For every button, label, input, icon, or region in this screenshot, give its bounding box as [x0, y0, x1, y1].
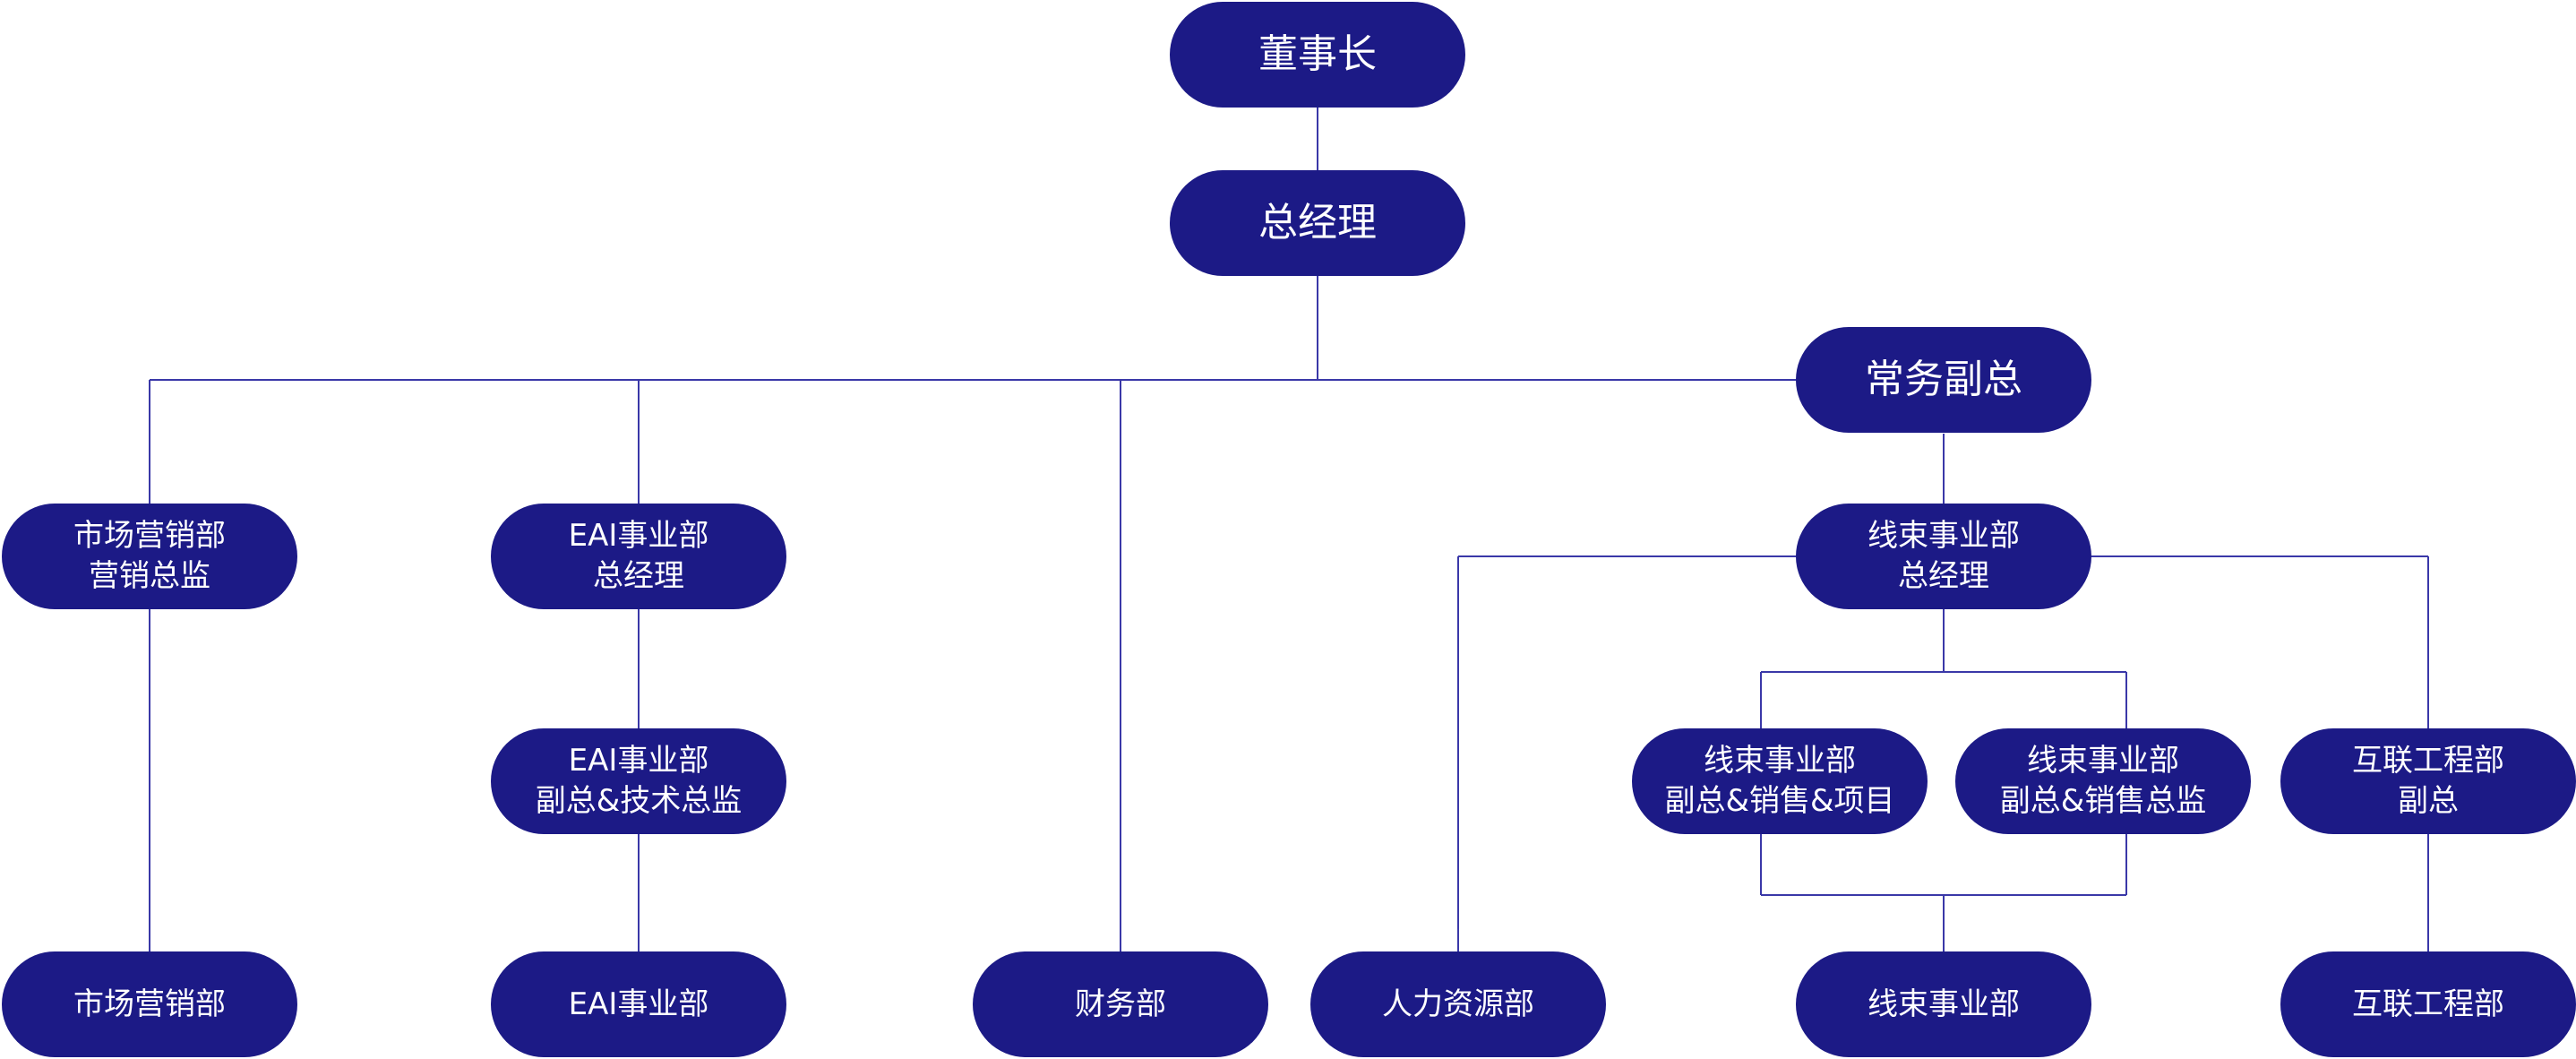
marketing-dept-node: 市场营销部 [2, 951, 297, 1057]
node-label-line2: 副总 [2398, 783, 2459, 819]
interconnect-deputy-node: 互联工程部 副总 [2280, 728, 2576, 834]
interconnect-dept-label: 互联工程部 [2352, 986, 2504, 1022]
general-manager-label: 总经理 [1258, 199, 1377, 245]
node-label-line2: 总经理 [593, 558, 684, 594]
interconnect-dept-node: 互联工程部 [2280, 951, 2576, 1057]
harness-gm-node: 线束事业部 总经理 [1796, 504, 2091, 609]
marketing-director-node: 市场营销部 营销总监 [2, 504, 297, 609]
node-label-line2: 副总&销售总监 [1999, 783, 2207, 819]
marketing-dept-label: 市场营销部 [73, 986, 226, 1022]
hr-dept-label: 人力资源部 [1382, 986, 1534, 1022]
node-label-line1: EAI事业部 [568, 518, 709, 555]
finance-dept-label: 财务部 [1075, 986, 1166, 1022]
finance-dept-node: 财务部 [973, 951, 1268, 1057]
hr-dept-node: 人力资源部 [1310, 951, 1606, 1057]
node-label-line2: 副总&销售&项目 [1664, 783, 1895, 819]
node-label-line2: 总经理 [1898, 558, 1989, 594]
harness-deputy-project-node: 线束事业部 副总&销售&项目 [1632, 728, 1928, 834]
eai-deputy-node: EAI事业部 副总&技术总监 [491, 728, 786, 834]
harness-deputy-sales-node: 线束事业部 副总&销售总监 [1955, 728, 2251, 834]
node-label-line1: 互联工程部 [2352, 743, 2504, 779]
node-label-line2: 营销总监 [89, 558, 210, 594]
executive-vp-node: 常务副总 [1796, 327, 2091, 433]
eai-dept-node: EAI事业部 [491, 951, 786, 1057]
chairman-node: 董事长 [1170, 2, 1465, 108]
eai-gm-node: EAI事业部 总经理 [491, 504, 786, 609]
node-label-line1: 线束事业部 [1868, 518, 2020, 555]
node-label-line1: 线束事业部 [1704, 743, 1856, 779]
eai-dept-label: EAI事业部 [568, 986, 709, 1022]
node-label-line1: 市场营销部 [73, 518, 226, 555]
general-manager-node: 总经理 [1170, 170, 1465, 276]
node-label-line2: 副总&技术总监 [535, 783, 743, 819]
node-label-line1: 线束事业部 [2027, 743, 2179, 779]
harness-dept-node: 线束事业部 [1796, 951, 2091, 1057]
node-label-line1: EAI事业部 [568, 743, 709, 779]
harness-dept-label: 线束事业部 [1868, 986, 2020, 1022]
chairman-label: 董事长 [1258, 30, 1377, 77]
executive-vp-label: 常务副总 [1865, 356, 2022, 402]
